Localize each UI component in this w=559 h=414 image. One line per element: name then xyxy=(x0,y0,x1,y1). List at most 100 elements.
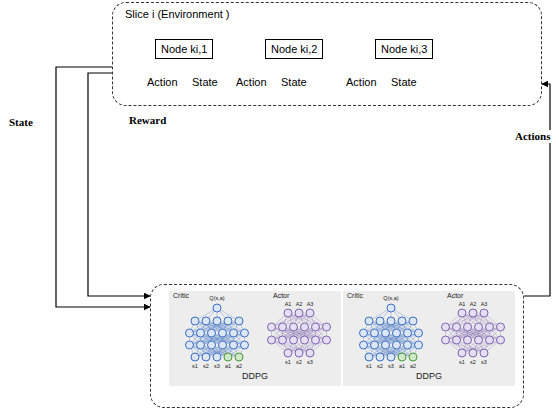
neuron xyxy=(480,309,488,317)
neuron xyxy=(360,341,368,349)
neuron xyxy=(398,353,406,361)
node-box: Node ki,3 xyxy=(375,39,433,59)
panel-caption: DDPG xyxy=(242,371,268,381)
neuron xyxy=(464,336,472,344)
neuron xyxy=(393,341,401,349)
network-title: Critic xyxy=(347,292,363,300)
neuron xyxy=(290,336,298,344)
node-box: Node ki,2 xyxy=(265,39,323,59)
neuron xyxy=(409,317,417,325)
neuron xyxy=(398,317,406,325)
network-title: Actor xyxy=(447,292,463,300)
edge-label: Actions xyxy=(514,130,551,143)
neuron xyxy=(301,323,309,331)
io-label: Action xyxy=(236,76,267,89)
neuron xyxy=(404,341,412,349)
node-label: Node ki,3 xyxy=(381,42,427,56)
ddpg-illustration: CriticActorQ(s,a)A1A2A3s1s2s3a1a2s1s2s3D… xyxy=(343,291,515,386)
output-label: Q(s,a) xyxy=(383,295,398,302)
network-link xyxy=(212,333,245,345)
neuron xyxy=(486,323,494,331)
input-label: s3 xyxy=(307,359,313,366)
output-label: A2 xyxy=(470,301,477,308)
neuron xyxy=(224,353,232,361)
flow-arrow xyxy=(56,67,150,307)
edge-label: Reward xyxy=(128,114,167,127)
neuron xyxy=(404,329,412,337)
neuron xyxy=(480,349,488,357)
input-label: s1 xyxy=(366,363,372,370)
input-label: s1 xyxy=(192,363,198,370)
neuron xyxy=(241,329,249,337)
neuron xyxy=(464,323,472,331)
flow-arrow xyxy=(524,84,550,296)
neuron xyxy=(376,317,384,325)
neuron xyxy=(284,349,292,357)
input-label: s2 xyxy=(203,363,209,370)
neuron xyxy=(213,353,221,361)
neuron xyxy=(371,341,379,349)
neuron xyxy=(202,353,210,361)
node-box: Node ki,1 xyxy=(155,39,213,59)
neuron xyxy=(442,323,450,331)
neuron xyxy=(306,349,314,357)
neuron xyxy=(409,353,417,361)
neuron xyxy=(235,353,243,361)
neuron xyxy=(268,323,276,331)
neuron xyxy=(387,317,395,325)
input-label: a1 xyxy=(399,363,405,370)
neuron xyxy=(301,336,309,344)
flow-arrow xyxy=(88,73,150,296)
input-label: s2 xyxy=(296,359,302,366)
neuron xyxy=(365,353,373,361)
output-label: A3 xyxy=(481,301,488,308)
neuron xyxy=(295,349,303,357)
io-label: Action xyxy=(346,76,377,89)
neuron xyxy=(284,309,292,317)
node-label: Node ki,2 xyxy=(271,42,317,56)
neuron xyxy=(415,341,423,349)
input-label: a2 xyxy=(410,363,416,370)
neuron xyxy=(382,329,390,337)
output-label: A2 xyxy=(296,301,303,308)
neuron xyxy=(312,336,320,344)
input-label: s3 xyxy=(388,363,394,370)
neuron xyxy=(202,317,210,325)
input-label: a1 xyxy=(225,363,231,370)
neuron xyxy=(323,336,331,344)
neuron xyxy=(197,329,205,337)
neuron xyxy=(295,309,303,317)
neuron xyxy=(290,323,298,331)
neuron xyxy=(387,353,395,361)
neuron xyxy=(486,336,494,344)
neuron xyxy=(371,329,379,337)
neuron xyxy=(382,341,390,349)
neuron xyxy=(219,329,227,337)
neuron xyxy=(312,323,320,331)
input-label: a2 xyxy=(236,363,242,370)
io-label: Action xyxy=(147,76,178,89)
io-label: State xyxy=(391,76,417,89)
neuron xyxy=(268,336,276,344)
network-link xyxy=(386,333,419,345)
network-link xyxy=(294,327,327,340)
neuron xyxy=(453,336,461,344)
neuron xyxy=(213,304,221,312)
neuron xyxy=(458,349,466,357)
neuron xyxy=(224,317,232,325)
input-label: s3 xyxy=(481,359,487,366)
neuron xyxy=(376,353,384,361)
node-label: Node ki,1 xyxy=(161,42,207,56)
neuron xyxy=(360,329,368,337)
neuron xyxy=(306,309,314,317)
input-label: s1 xyxy=(459,359,465,366)
neuron xyxy=(497,336,505,344)
neuron xyxy=(230,329,238,337)
neuron xyxy=(387,304,395,312)
neuron xyxy=(475,336,483,344)
neuron xyxy=(219,341,227,349)
neuron xyxy=(208,341,216,349)
ddpg-illustration: CriticActorQ(s,a)A1A2A3s1s2s3a1a2s1s2s3D… xyxy=(169,291,341,386)
neuron xyxy=(186,341,194,349)
